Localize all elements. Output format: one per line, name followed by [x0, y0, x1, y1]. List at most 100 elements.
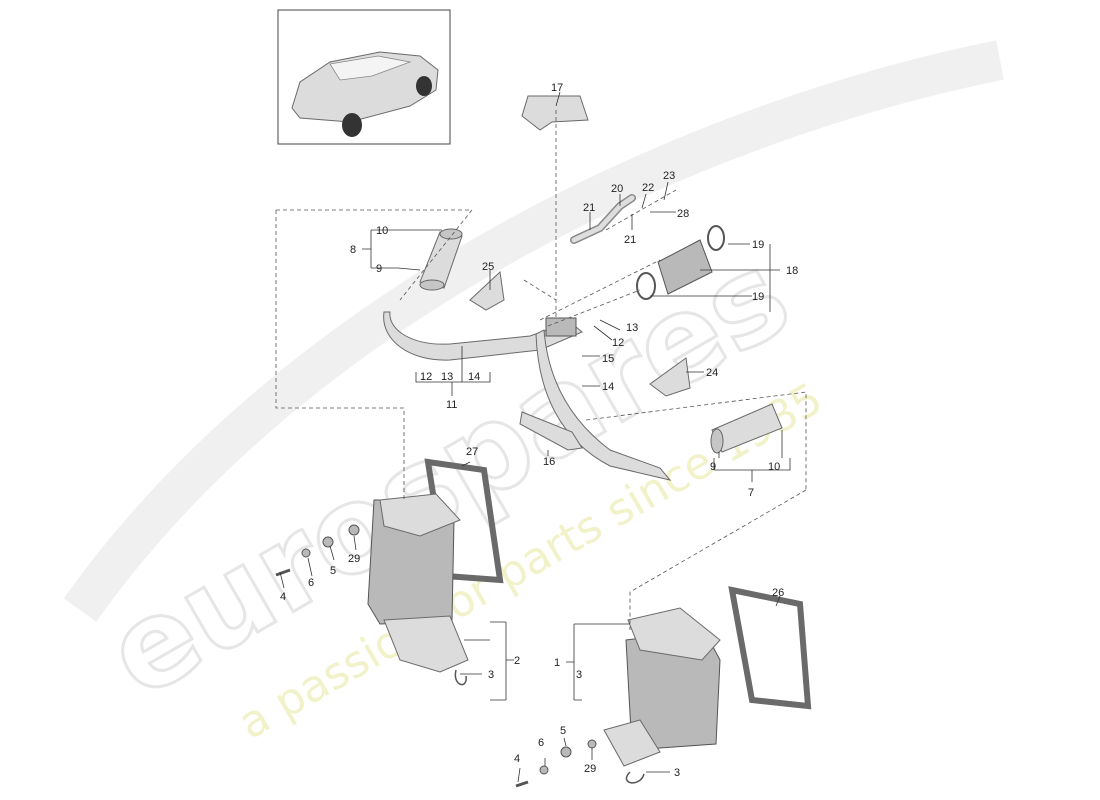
- part-24-bracket: [649, 357, 691, 397]
- callout-25: 25: [482, 261, 494, 273]
- callout-14b: 14: [602, 381, 614, 393]
- dash-right-group: [585, 391, 807, 490]
- part-9-pipe-end: [419, 279, 445, 291]
- part-9-pipe-end-right: [710, 428, 724, 454]
- part-20-hose-inner: [571, 195, 635, 243]
- leader-hw-left: [279, 535, 357, 589]
- callout-28: 28: [677, 208, 689, 220]
- leader-8: [362, 229, 442, 271]
- callout-5b: 5: [560, 725, 566, 737]
- part-16-bracket: [519, 411, 583, 451]
- callout-1: 1: [554, 657, 560, 669]
- part-2-intercooler: [367, 493, 469, 673]
- leader-24-26: [461, 270, 781, 607]
- bracket-1: [566, 623, 630, 701]
- part-11-pipe-branch: [535, 329, 672, 481]
- part-19-clamp-upper: [707, 225, 725, 251]
- leader-12-15: [582, 319, 621, 387]
- callout-7: 7: [748, 487, 754, 499]
- callout-3b: 3: [576, 669, 582, 681]
- part-18-sleeve-group: [636, 225, 725, 300]
- watermark-swoosh: [63, 40, 1004, 622]
- part-29-fitting-left: [348, 524, 360, 536]
- dash-sleeve-1: [539, 259, 661, 321]
- dash-misc: [523, 279, 557, 301]
- dash-left-group: [276, 209, 473, 301]
- part-6-washer-left: [301, 548, 311, 558]
- callout-23: 23: [663, 170, 675, 182]
- callout-15: 15: [602, 353, 614, 365]
- callout-24: 24: [706, 367, 718, 379]
- car-windows: [329, 55, 412, 81]
- callout-10b: 10: [768, 461, 780, 473]
- bracket-11: [415, 346, 491, 396]
- callout-14a: 14: [468, 371, 480, 383]
- callout-16: 16: [543, 456, 555, 468]
- callout-3c: 3: [674, 767, 680, 779]
- callout-27: 27: [466, 446, 478, 458]
- callout-19b: 19: [752, 291, 764, 303]
- leader-3: [460, 673, 670, 773]
- part-10-pipe-end: [439, 228, 463, 240]
- dash-sleeve-2: [547, 289, 641, 327]
- watermark: eurospares a passion for parts since 198…: [63, 40, 1004, 750]
- leader-20-28: [589, 181, 676, 230]
- leader-hw-right: [517, 450, 593, 783]
- callout-13b: 13: [441, 371, 453, 383]
- leader-17: [555, 91, 561, 107]
- part-3-hose-clip-right: [625, 771, 645, 784]
- callout-21a: 21: [583, 202, 595, 214]
- part-5-nut-right: [560, 746, 572, 758]
- callout-4b: 4: [514, 753, 520, 765]
- leader-lines: [279, 91, 791, 783]
- callout-8: 8: [350, 244, 356, 256]
- callout-19a: 19: [752, 239, 764, 251]
- callout-22: 22: [642, 182, 654, 194]
- part-4-bolt-right: [515, 780, 529, 788]
- car-wheel-front: [342, 113, 362, 137]
- dashed-lines: [275, 110, 807, 630]
- callout-21b: 21: [624, 234, 636, 246]
- callout-18: 18: [786, 265, 798, 277]
- part-11-pipe: [383, 311, 583, 361]
- callout-9b: 9: [710, 461, 716, 473]
- part-26-frame: [728, 586, 812, 710]
- callout-3a: 3: [488, 669, 494, 681]
- callouts: 17 23 20 22 21 28 21 19 18 19 10 8 9 25 …: [280, 82, 798, 779]
- intercooler-left-top: [379, 493, 461, 537]
- part-11-connector: [545, 317, 577, 337]
- callout-5a: 5: [330, 565, 336, 577]
- part-18-sleeve: [657, 239, 713, 295]
- callout-10a: 10: [376, 225, 388, 237]
- part-19-clamp-lower: [636, 272, 656, 300]
- intercooler-right-outlet: [603, 719, 661, 767]
- car-body: [291, 51, 439, 123]
- callout-2: 2: [514, 655, 520, 667]
- callout-6a: 6: [308, 577, 314, 589]
- callout-9a: 9: [376, 263, 382, 275]
- callout-20: 20: [611, 183, 623, 195]
- part-17-bracket: [521, 95, 589, 131]
- callout-26: 26: [772, 587, 784, 599]
- bracket-7: [713, 430, 791, 482]
- part-3-hose-clip-left: [454, 669, 467, 686]
- callout-12a: 12: [612, 337, 624, 349]
- callout-29b: 29: [584, 763, 596, 775]
- bracket-18: [650, 243, 780, 312]
- callout-4a: 4: [280, 591, 286, 603]
- intercooler-left-outlet: [383, 615, 469, 673]
- part-6-washer-right: [539, 765, 549, 775]
- bracket-2: [464, 621, 514, 701]
- dash-right-down: [629, 489, 807, 630]
- callout-17: 17: [551, 82, 563, 94]
- car-wheel-rear: [416, 76, 432, 96]
- callout-13a: 13: [626, 322, 638, 334]
- callout-6b: 6: [538, 737, 544, 749]
- part-1-intercooler: [603, 607, 721, 767]
- callout-12b: 12: [420, 371, 432, 383]
- callout-29a: 29: [348, 553, 360, 565]
- callout-11: 11: [446, 399, 457, 411]
- intercooler-right-top: [627, 607, 721, 661]
